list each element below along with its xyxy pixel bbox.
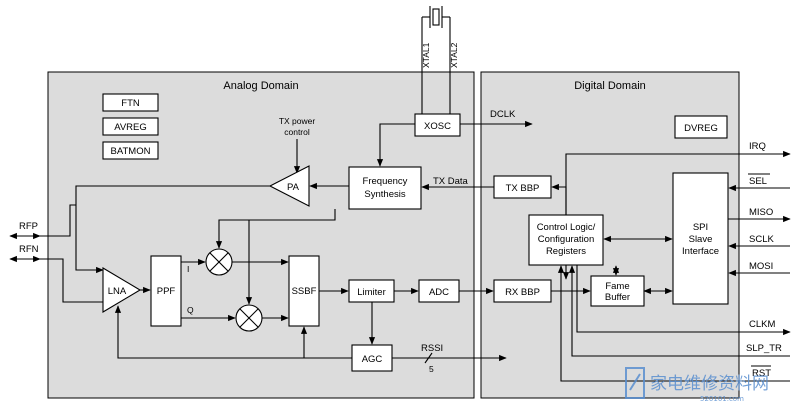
batmon-label: BATMON xyxy=(111,146,151,157)
agc-label: AGC xyxy=(362,354,383,365)
crystal-icon xyxy=(421,6,451,114)
irq-line xyxy=(565,150,791,215)
ftn-block xyxy=(102,93,159,112)
ctrl-label-1: Control Logic/ xyxy=(537,222,596,233)
xtal1-label: XTAL1 xyxy=(421,42,431,68)
rssi-bus-width: 5 xyxy=(429,364,434,374)
freq-synth-label-1: Frequency xyxy=(363,176,408,187)
dvreg-label: DVREG xyxy=(684,123,718,134)
irq-pin-label: IRQ xyxy=(749,141,766,152)
spi-label-1: SPI xyxy=(693,222,708,233)
mosi-pin-label: MOSI xyxy=(749,261,773,272)
spi-label-3: Interface xyxy=(682,246,719,257)
tx-data-label: TX Data xyxy=(433,176,469,187)
slp-tr-pin-label: SLP_TR xyxy=(746,343,782,354)
mixer-i-icon xyxy=(205,248,233,276)
watermark-text: 家电维修资料网 xyxy=(650,374,769,394)
adc-label: ADC xyxy=(429,287,449,298)
rfn-pin-label: RFN xyxy=(19,244,39,255)
xosc-to-synth-line xyxy=(376,123,415,167)
ppf-label: PPF xyxy=(157,286,176,297)
digital-domain-title: Digital Domain xyxy=(574,80,646,92)
dvreg-block xyxy=(674,115,728,139)
limiter-label: Limiter xyxy=(357,287,386,298)
mixer-q-icon xyxy=(235,304,263,332)
rfp-internal-line xyxy=(40,204,76,237)
miso-pin-label: MISO xyxy=(749,207,773,218)
spi-slave-block xyxy=(672,172,729,305)
ctrl-label-3: Registers xyxy=(546,246,586,257)
spi-label-2: Slave xyxy=(689,234,713,245)
lna-label: LNA xyxy=(108,286,127,297)
ctrl-label-2: Configuration xyxy=(538,234,595,245)
tx-power-label-1: TX power xyxy=(279,116,316,126)
rssi-label: RSSI xyxy=(421,343,443,354)
sclk-pin-label: SCLK xyxy=(749,234,774,245)
frame-label-1: Fame xyxy=(605,281,629,292)
rssi-bus-slash xyxy=(424,352,433,364)
rst-pin-label: RST xyxy=(752,368,771,379)
pa-output-line xyxy=(75,185,270,274)
ppf-block xyxy=(150,255,182,327)
pa-amplifier xyxy=(268,165,310,207)
slp-tr-line xyxy=(568,265,790,357)
avreg-label: AVREG xyxy=(114,122,147,133)
rfn-internal-line xyxy=(40,258,103,303)
xtal2-label: XTAL2 xyxy=(449,42,459,68)
ssbf-block xyxy=(288,255,320,327)
analog-domain-title: Analog Domain xyxy=(223,80,298,92)
sel-pin-label: SEL xyxy=(749,176,767,187)
tx-power-label-2: control xyxy=(284,127,310,137)
pa-label: PA xyxy=(287,182,300,193)
i-label: I xyxy=(187,264,189,274)
watermark-subtext: 520101.com xyxy=(700,395,744,403)
frame-buffer-block xyxy=(590,275,645,307)
rx-bbp-label: RX BBP xyxy=(505,287,540,298)
frequency-synthesis-block xyxy=(348,166,422,210)
lna-amplifier xyxy=(102,267,142,313)
xosc-block xyxy=(414,113,461,137)
agc-to-lna-line xyxy=(114,305,352,359)
clkm-pin-label: CLKM xyxy=(749,319,775,330)
ssbf-label: SSBF xyxy=(292,286,317,297)
avreg-block xyxy=(102,117,159,136)
ftn-label: FTN xyxy=(121,98,140,109)
tx-bbp-label: TX BBP xyxy=(506,183,540,194)
batmon-block xyxy=(102,141,159,160)
frame-label-2: Buffer xyxy=(605,292,630,303)
lo-i-line xyxy=(215,209,336,249)
q-label: Q xyxy=(187,305,194,315)
rfp-pin-label: RFP xyxy=(19,221,38,232)
dclk-label: DCLK xyxy=(490,109,516,120)
rst-line xyxy=(557,265,790,382)
clkm-line xyxy=(576,265,791,336)
watermark: 家电维修资料网 520101.com xyxy=(625,367,769,403)
freq-synth-label-2: Synthesis xyxy=(364,189,405,200)
xosc-label: XOSC xyxy=(424,121,451,132)
